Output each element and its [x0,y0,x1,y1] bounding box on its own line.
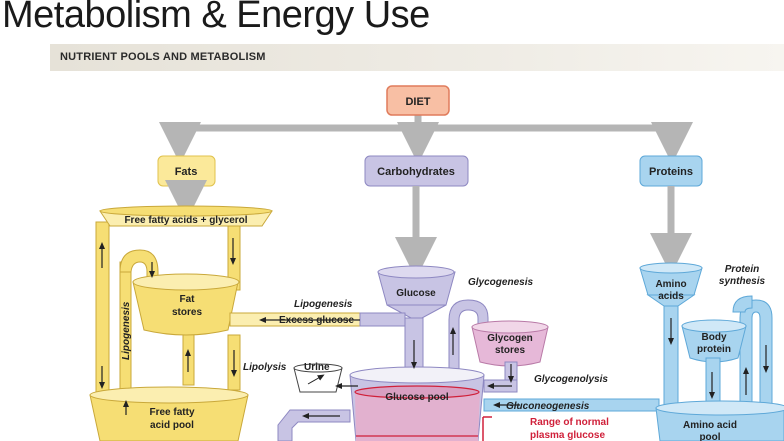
fat-pathway [89,205,361,441]
fat-stores-label-1: Fat [180,294,196,305]
diet-distribution-arrows [159,115,693,164]
glucose-pool-label: Glucose pool [385,392,449,403]
proteins-label: Proteins [649,166,693,178]
source-down-arrows [165,180,692,279]
diet-label: DIET [405,96,430,108]
section-banner: NUTRIENT POOLS AND METABOLISM [50,44,784,71]
excess-glucose-label: Excess glucose [279,315,354,326]
glycogen-stores-label-2: stores [495,345,525,356]
banner-text: NUTRIENT POOLS AND METABOLISM [60,51,266,63]
diet-box: DIET [386,85,450,116]
proteins-box: Proteins [639,155,703,187]
lipolysis-label: Lipolysis [243,362,287,373]
slide-title: Metabolism & Energy Use [2,0,430,36]
fatty-acid-pool-label-2: acid pool [150,420,194,431]
glycogenolysis-label: Glycogenolysis [534,374,608,385]
carbohydrates-label: Carbohydrates [377,166,455,178]
gluconeogenesis-label: Gluconeogenesis [506,401,590,412]
free-fatty-acids-glycerol-label: Free fatty acids + glycerol [124,215,247,226]
fatty-acid-pool-label-1: Free fatty [149,407,194,418]
protein-synthesis-label-2: synthesis [719,276,766,287]
range-normal-label-1: Range of normal [530,417,609,428]
protein-pathway [639,262,784,441]
amino-acid-pool-label-1: Amino acid [683,420,737,431]
glycogen-stores-label-1: Glycogen [487,333,533,344]
amino-acid-pool-label-2: pool [699,432,720,441]
range-normal-label-2: plasma glucose [530,430,605,441]
protein-synthesis-label-1: Protein [725,264,759,275]
fats-box: Fats [157,155,216,187]
body-protein-label-1: Body [702,332,727,343]
lipogenesis-label: Lipogenesis [294,299,353,310]
fat-stores-label-2: stores [172,307,202,318]
lipogenesis-vertical-label: Lipogenesis [121,301,132,360]
amino-acids-label-2: acids [658,291,684,302]
urine-label: Urine [304,362,330,373]
glycogenesis-label: Glycogenesis [468,277,533,288]
carbohydrates-box: Carbohydrates [364,155,469,187]
glucose-label: Glucose [396,288,436,299]
amino-acids-label-1: Amino [655,279,686,290]
carbohydrate-pathway [259,265,660,441]
fats-label: Fats [175,166,198,178]
body-protein-label-2: protein [697,344,731,355]
